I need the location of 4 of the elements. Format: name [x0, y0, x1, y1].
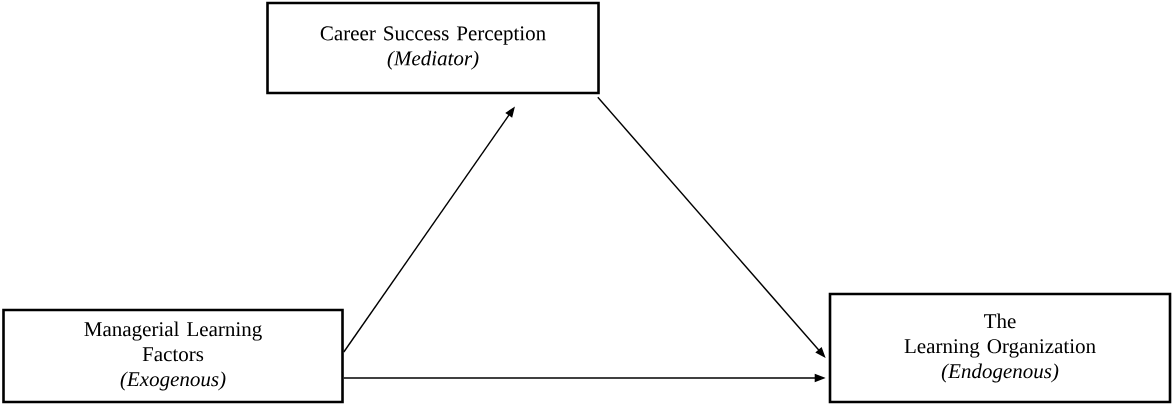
- process-box: The Learning Organization (Endogenous): [828, 292, 1172, 404]
- process-box: Career Success Perception (Mediator): [266, 1, 600, 95]
- process-box: Managerial Learning Factors (Exogenous): [2, 308, 344, 404]
- arrow: [597, 96, 826, 358]
